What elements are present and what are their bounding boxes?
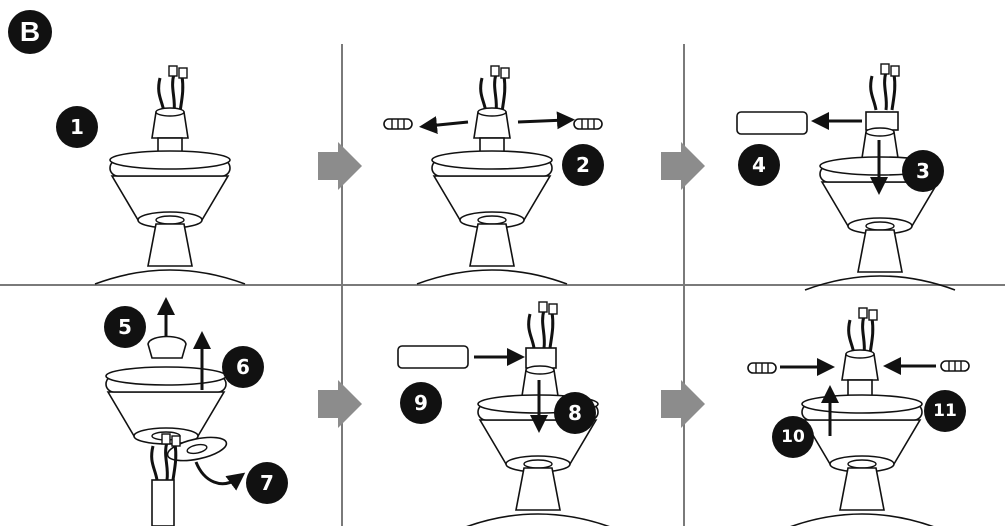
step-badge-9: 9 [400, 382, 442, 424]
step-badge-2: 2 [562, 144, 604, 186]
next-step-arrow-3 [318, 380, 362, 428]
step-badge-10: 10 [772, 416, 814, 458]
next-step-arrow-4 [661, 380, 705, 428]
next-step-arrow-2 [661, 142, 705, 190]
screw-left [384, 119, 412, 129]
next-step-arrow-1 [318, 142, 362, 190]
screw-right [574, 119, 602, 129]
panel-1-illustration [95, 66, 245, 284]
pin-tube [737, 112, 807, 134]
step-badge-7: 7 [246, 462, 288, 504]
step-badge-8: 8 [554, 392, 596, 434]
step-badge-6: 6 [222, 346, 264, 388]
step-badge-3: 3 [902, 150, 944, 192]
step-badge-11: 11 [924, 390, 966, 432]
step-badge-1: 1 [56, 106, 98, 148]
step-badge-4: 4 [738, 144, 780, 186]
step-badge-5: 5 [104, 306, 146, 348]
